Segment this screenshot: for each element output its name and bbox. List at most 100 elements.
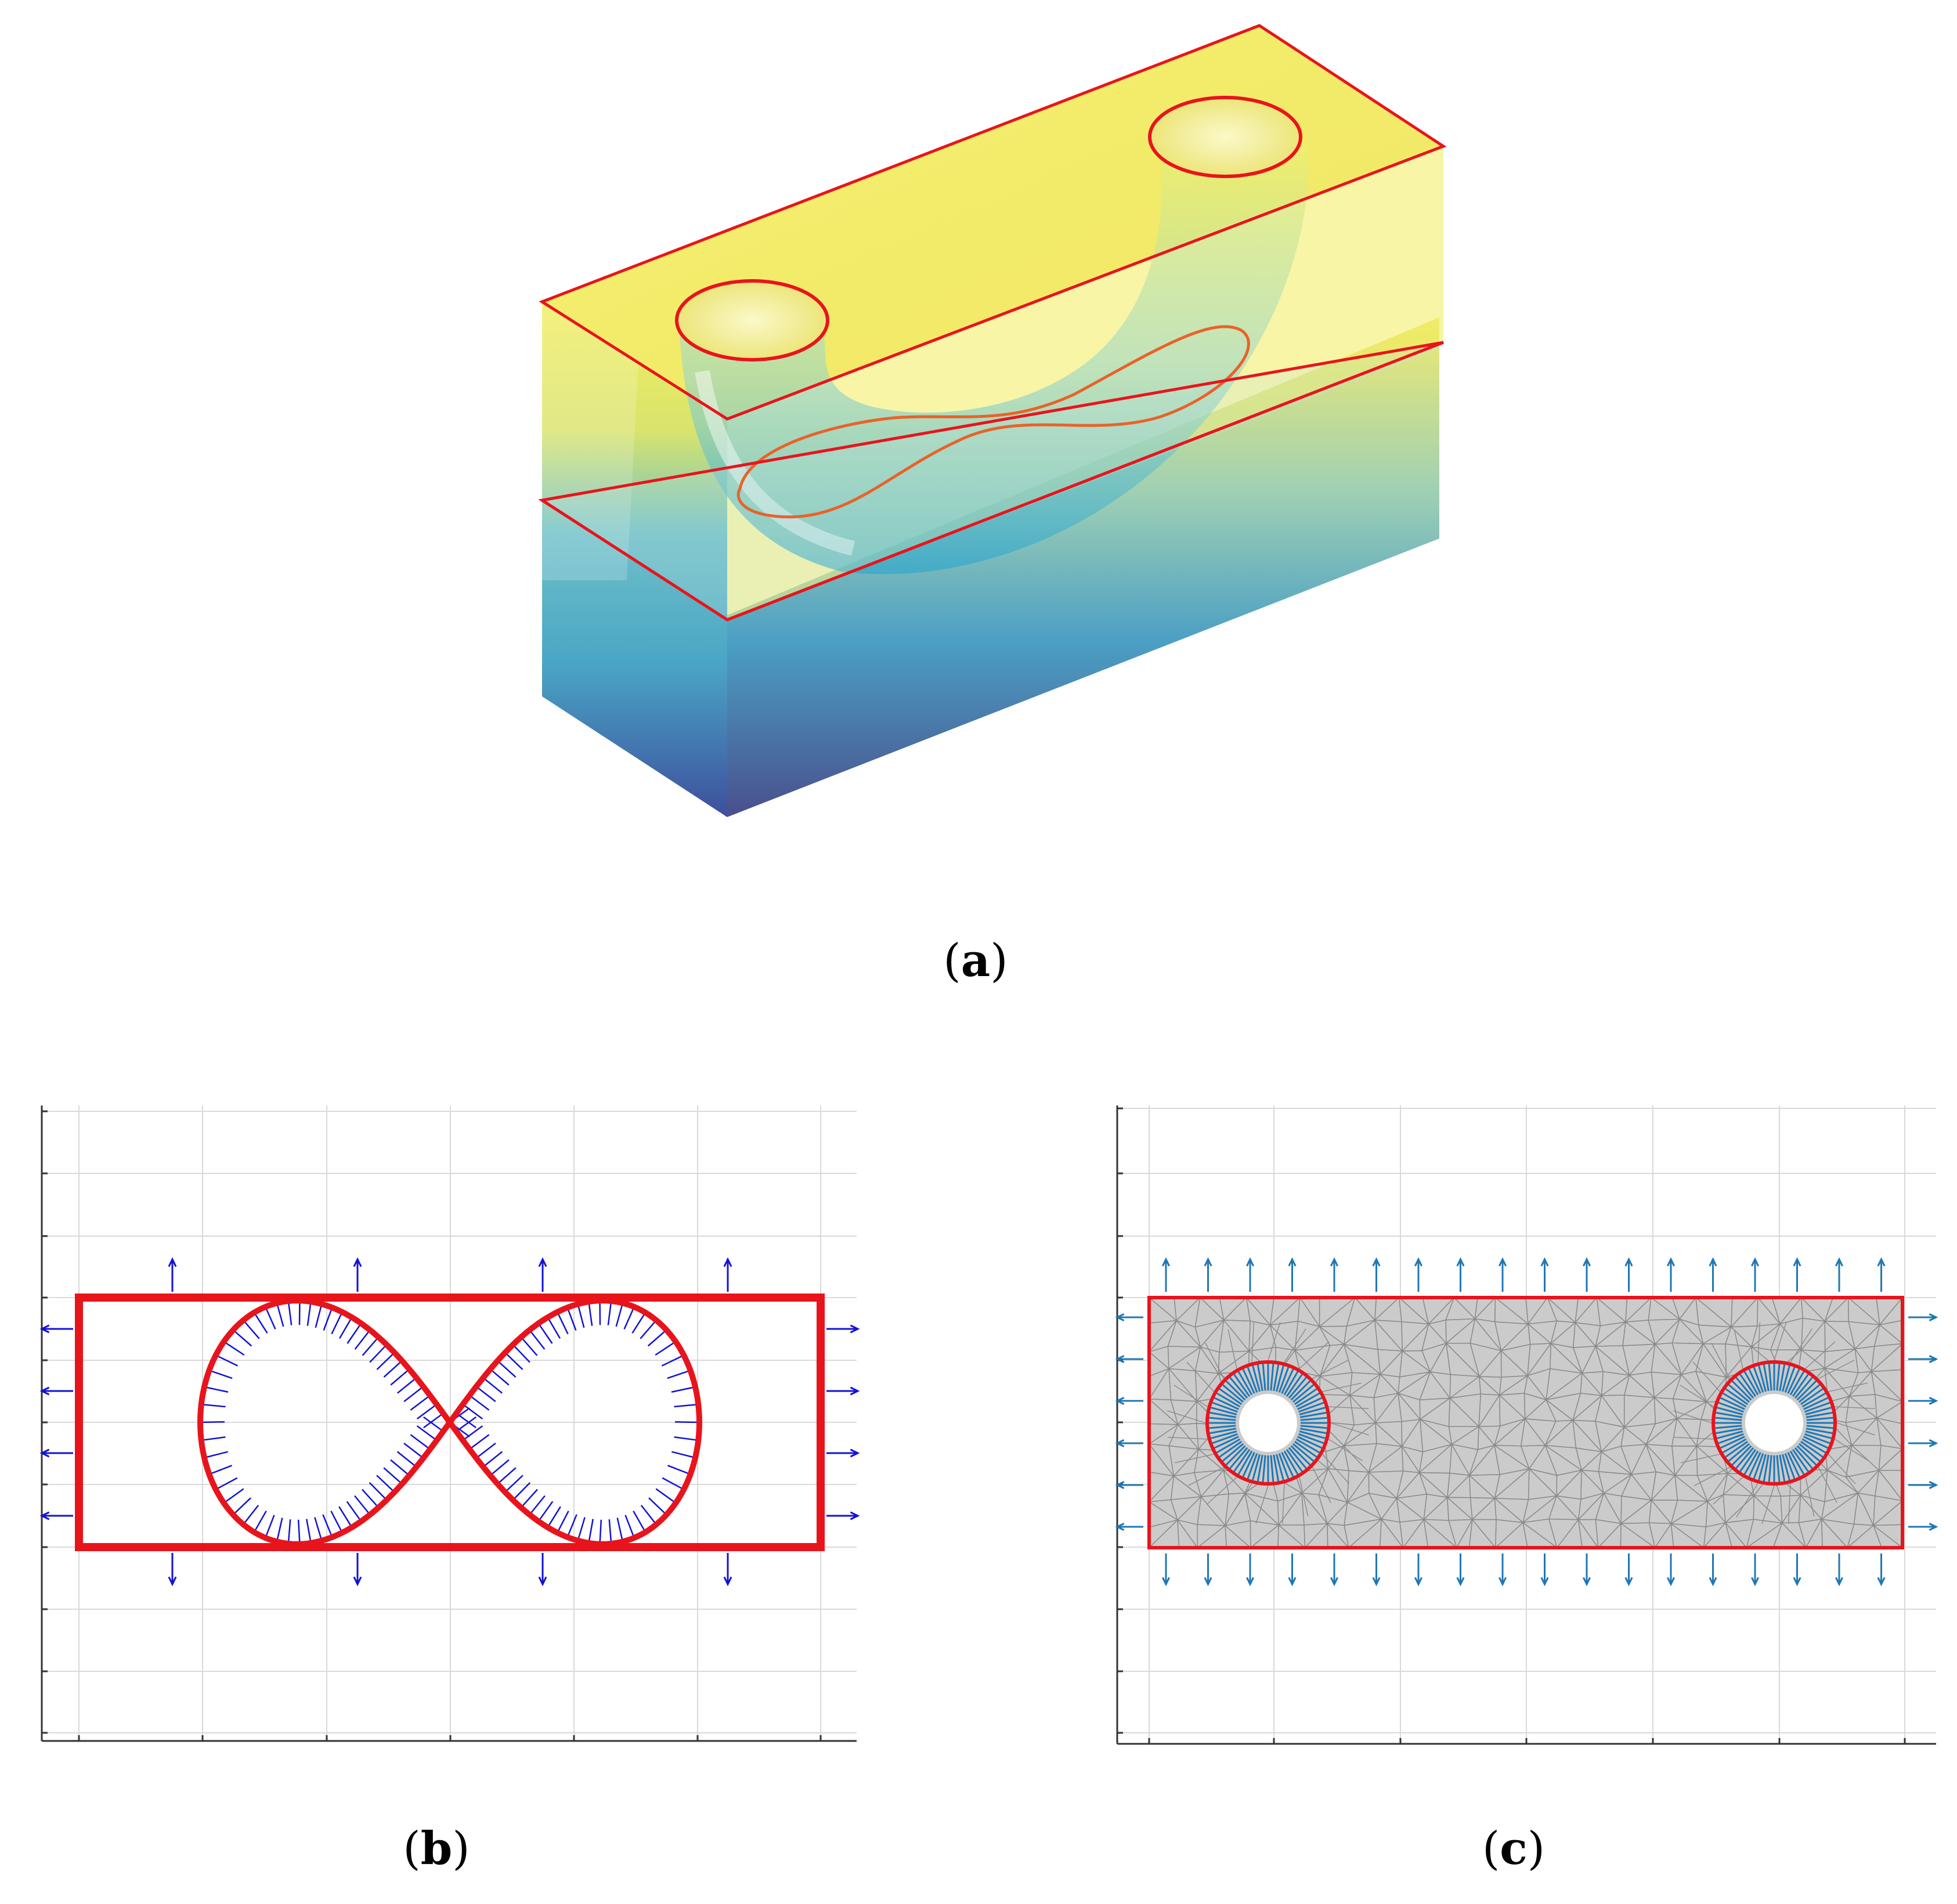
normal-264 [416, 1425, 438, 1441]
c-arrow-top-12 [1666, 1257, 1676, 1292]
mesh-radial-0-22 [1322, 1382, 1362, 1392]
c-arrow-right-1 [1908, 1354, 1938, 1364]
c-arrow-bottom-7 [1456, 1553, 1465, 1587]
c-arrow-bottom-1 [1204, 1553, 1212, 1587]
normal-177 [201, 1403, 226, 1408]
hole-normal-1-20 [1763, 1454, 1770, 1482]
arrow-bottom-3 [723, 1553, 732, 1587]
hole-normal-1-32 [1717, 1433, 1744, 1444]
normal-15 [655, 1488, 677, 1504]
normal-171 [209, 1370, 233, 1379]
panel-b-2d-section [39, 1105, 860, 1742]
c-arrow-top-10 [1582, 1257, 1591, 1292]
hole-normal-0-31 [1214, 1436, 1239, 1449]
mesh-radial-1-18 [1774, 1322, 1787, 1361]
normal-48 [557, 1511, 569, 1533]
normal-36 [599, 1519, 602, 1544]
c-arrow-top-5 [1372, 1257, 1381, 1292]
mesh-radial-0-2 [1322, 1454, 1350, 1484]
c-arrow-bottom-13 [1709, 1553, 1717, 1587]
hole-normal-1-68 [1804, 1401, 1831, 1413]
hole-normal-0-37 [1208, 1417, 1236, 1421]
hole-normal-1-65 [1800, 1388, 1824, 1406]
normal-69 [497, 1467, 517, 1485]
hole-normal-1-34 [1715, 1428, 1743, 1435]
hole-normal-0-48 [1237, 1371, 1253, 1396]
normal-3 [674, 1436, 699, 1441]
hole-normal-1-40 [1717, 1401, 1744, 1413]
hole-normal-1-51 [1757, 1365, 1767, 1392]
hole-normal-1-66 [1801, 1392, 1826, 1408]
normal-204 [253, 1511, 267, 1533]
hole-normal-1-52 [1763, 1364, 1770, 1392]
section-b-boundary [75, 1294, 825, 1551]
normal-291 [497, 1360, 517, 1378]
hole-normal-1-11 [1792, 1449, 1810, 1473]
mesh-radial-1-20 [1805, 1341, 1836, 1369]
normal-345 [655, 1341, 676, 1356]
normal-30 [616, 1518, 624, 1542]
normal-84 [462, 1425, 483, 1441]
c-arrow-bottom-2 [1245, 1553, 1255, 1587]
hole-normal-1-33 [1716, 1430, 1743, 1440]
hole-normal-0-2 [1299, 1428, 1327, 1435]
hole-normal-0-52 [1256, 1364, 1263, 1392]
mesh-radial-0-8 [1207, 1477, 1237, 1505]
tube-highlight [695, 370, 855, 556]
c-arrow-left-0 [1115, 1313, 1143, 1322]
arrow-left-0 [39, 1324, 73, 1334]
normal-42 [577, 1517, 586, 1541]
normal-138 [315, 1303, 323, 1328]
mesh-radial-1-1 [1834, 1439, 1869, 1461]
arrow-bottom-1 [353, 1553, 362, 1587]
arrow-top-2 [538, 1257, 547, 1292]
hole-c-right-inner [1745, 1394, 1803, 1452]
hole-normal-0-61 [1286, 1373, 1304, 1397]
hole-normal-1-38 [1715, 1411, 1743, 1418]
hole-normal-1-4 [1804, 1433, 1831, 1444]
mesh-radial-0-15 [1205, 1343, 1225, 1379]
normal-99 [410, 1394, 431, 1411]
hole-normal-0-15 [1276, 1454, 1285, 1481]
normal-174 [204, 1386, 229, 1393]
hole-normal-0-14 [1278, 1453, 1290, 1480]
normal-237 [354, 1495, 371, 1515]
normal-156 [253, 1312, 268, 1334]
c-arrow-bottom-17 [1877, 1553, 1886, 1587]
mesh-radial-0-16 [1227, 1329, 1237, 1369]
hole-normal-1-22 [1753, 1453, 1764, 1480]
hole-normal-0-69 [1299, 1406, 1326, 1415]
normal-63 [512, 1482, 531, 1501]
mesh-radial-1-5 [1788, 1483, 1791, 1524]
c-arrow-top-3 [1288, 1257, 1297, 1292]
normal-348 [661, 1354, 684, 1367]
mesh-radial-1-22 [1828, 1382, 1868, 1392]
normal-255 [396, 1451, 417, 1468]
normal-222 [314, 1517, 323, 1541]
normal-261 [410, 1434, 431, 1450]
hole-normal-1-28 [1728, 1443, 1750, 1462]
hole-normal-1-24 [1743, 1450, 1759, 1475]
mesh-radial-0-9 [1188, 1466, 1224, 1486]
normal-147 [287, 1300, 293, 1325]
normal-354 [671, 1386, 696, 1393]
hole-normal-0-63 [1290, 1380, 1311, 1401]
section-edge-left [541, 498, 728, 622]
normal-54 [537, 1501, 554, 1522]
hole-normal-1-69 [1805, 1406, 1832, 1415]
hole-normal-0-38 [1209, 1411, 1237, 1418]
mesh-radial-0-18 [1268, 1322, 1281, 1361]
hole-normal-1-63 [1796, 1380, 1817, 1401]
hole-normal-0-42 [1216, 1392, 1241, 1408]
mesh-radial-0-5 [1282, 1483, 1285, 1524]
c-arrow-left-1 [1115, 1354, 1143, 1364]
mesh-radial-1-14 [1692, 1361, 1720, 1392]
hole-normal-1-25 [1739, 1449, 1757, 1473]
arrow-left-3 [39, 1511, 73, 1520]
hole-normal-1-39 [1716, 1406, 1743, 1415]
hole-normal-1-10 [1794, 1447, 1814, 1469]
hole-normal-1-46 [1735, 1376, 1754, 1399]
section-plane [542, 342, 1443, 620]
normal-195 [223, 1488, 244, 1504]
c-arrow-bottom-6 [1414, 1553, 1423, 1587]
